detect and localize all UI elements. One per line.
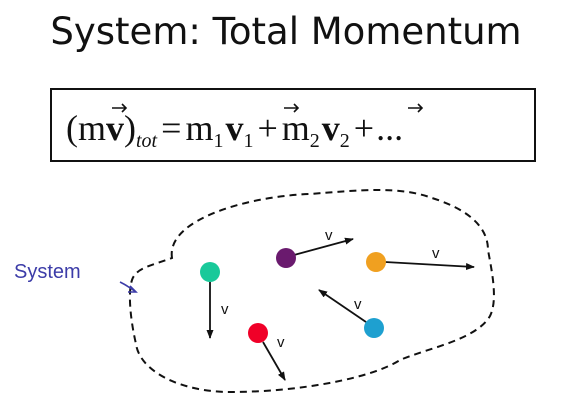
velocity-1: v <box>225 108 243 148</box>
velocity-label-orange: v <box>432 245 440 262</box>
mass-2-subscript: 2 <box>310 130 320 152</box>
momentum-equation: (mv)tot=m1v1+m2v2+... <box>66 103 424 152</box>
mass-2: m <box>282 108 310 148</box>
vector-arrow-icon <box>112 103 128 113</box>
mass-1: m <box>185 108 213 148</box>
svg-text:(mv)tot=m1v1+m2v2+...: (mv)tot=m1v1+m2v2+... <box>66 108 403 152</box>
lhs-subscript: tot <box>136 130 158 152</box>
page-title: System: Total Momentum <box>50 10 522 53</box>
velocity-arrow-red <box>262 341 286 381</box>
velocity-label-green: v <box>221 301 229 318</box>
velocity-2: v <box>322 108 340 148</box>
vector-arrow-icon <box>284 103 300 113</box>
ball-red <box>248 323 268 343</box>
system-pointer-icon <box>119 281 138 293</box>
vector-arrow-icons <box>112 103 424 113</box>
lhs-velocity: v <box>106 108 124 148</box>
ball-orange <box>366 252 386 272</box>
equals-sign: = <box>161 108 181 148</box>
velocity-2-subscript: 2 <box>340 130 350 152</box>
ellipsis: ... <box>376 108 403 148</box>
vector-arrow-icon <box>408 103 424 113</box>
velocity-arrow-blue <box>318 289 367 323</box>
mass-1-subscript: 1 <box>213 130 223 152</box>
lhs-close: ) <box>124 108 136 148</box>
velocity-label-red: v <box>277 334 285 351</box>
plus-sign-1: + <box>257 108 277 148</box>
ball-green <box>200 262 220 282</box>
system-label: System <box>14 261 81 283</box>
velocity-label-purple: v <box>325 227 333 244</box>
velocity-label-blue: v <box>354 296 362 313</box>
velocity-1-subscript: 1 <box>243 130 253 152</box>
lhs-open: (m <box>66 108 106 148</box>
ball-purple <box>276 248 296 268</box>
velocity-arrow-purple <box>293 237 354 256</box>
plus-sign-2: + <box>354 108 374 148</box>
equation-box <box>50 88 536 162</box>
system-boundary <box>128 189 495 394</box>
velocity-arrow-orange <box>384 261 475 271</box>
ball-blue <box>364 318 384 338</box>
